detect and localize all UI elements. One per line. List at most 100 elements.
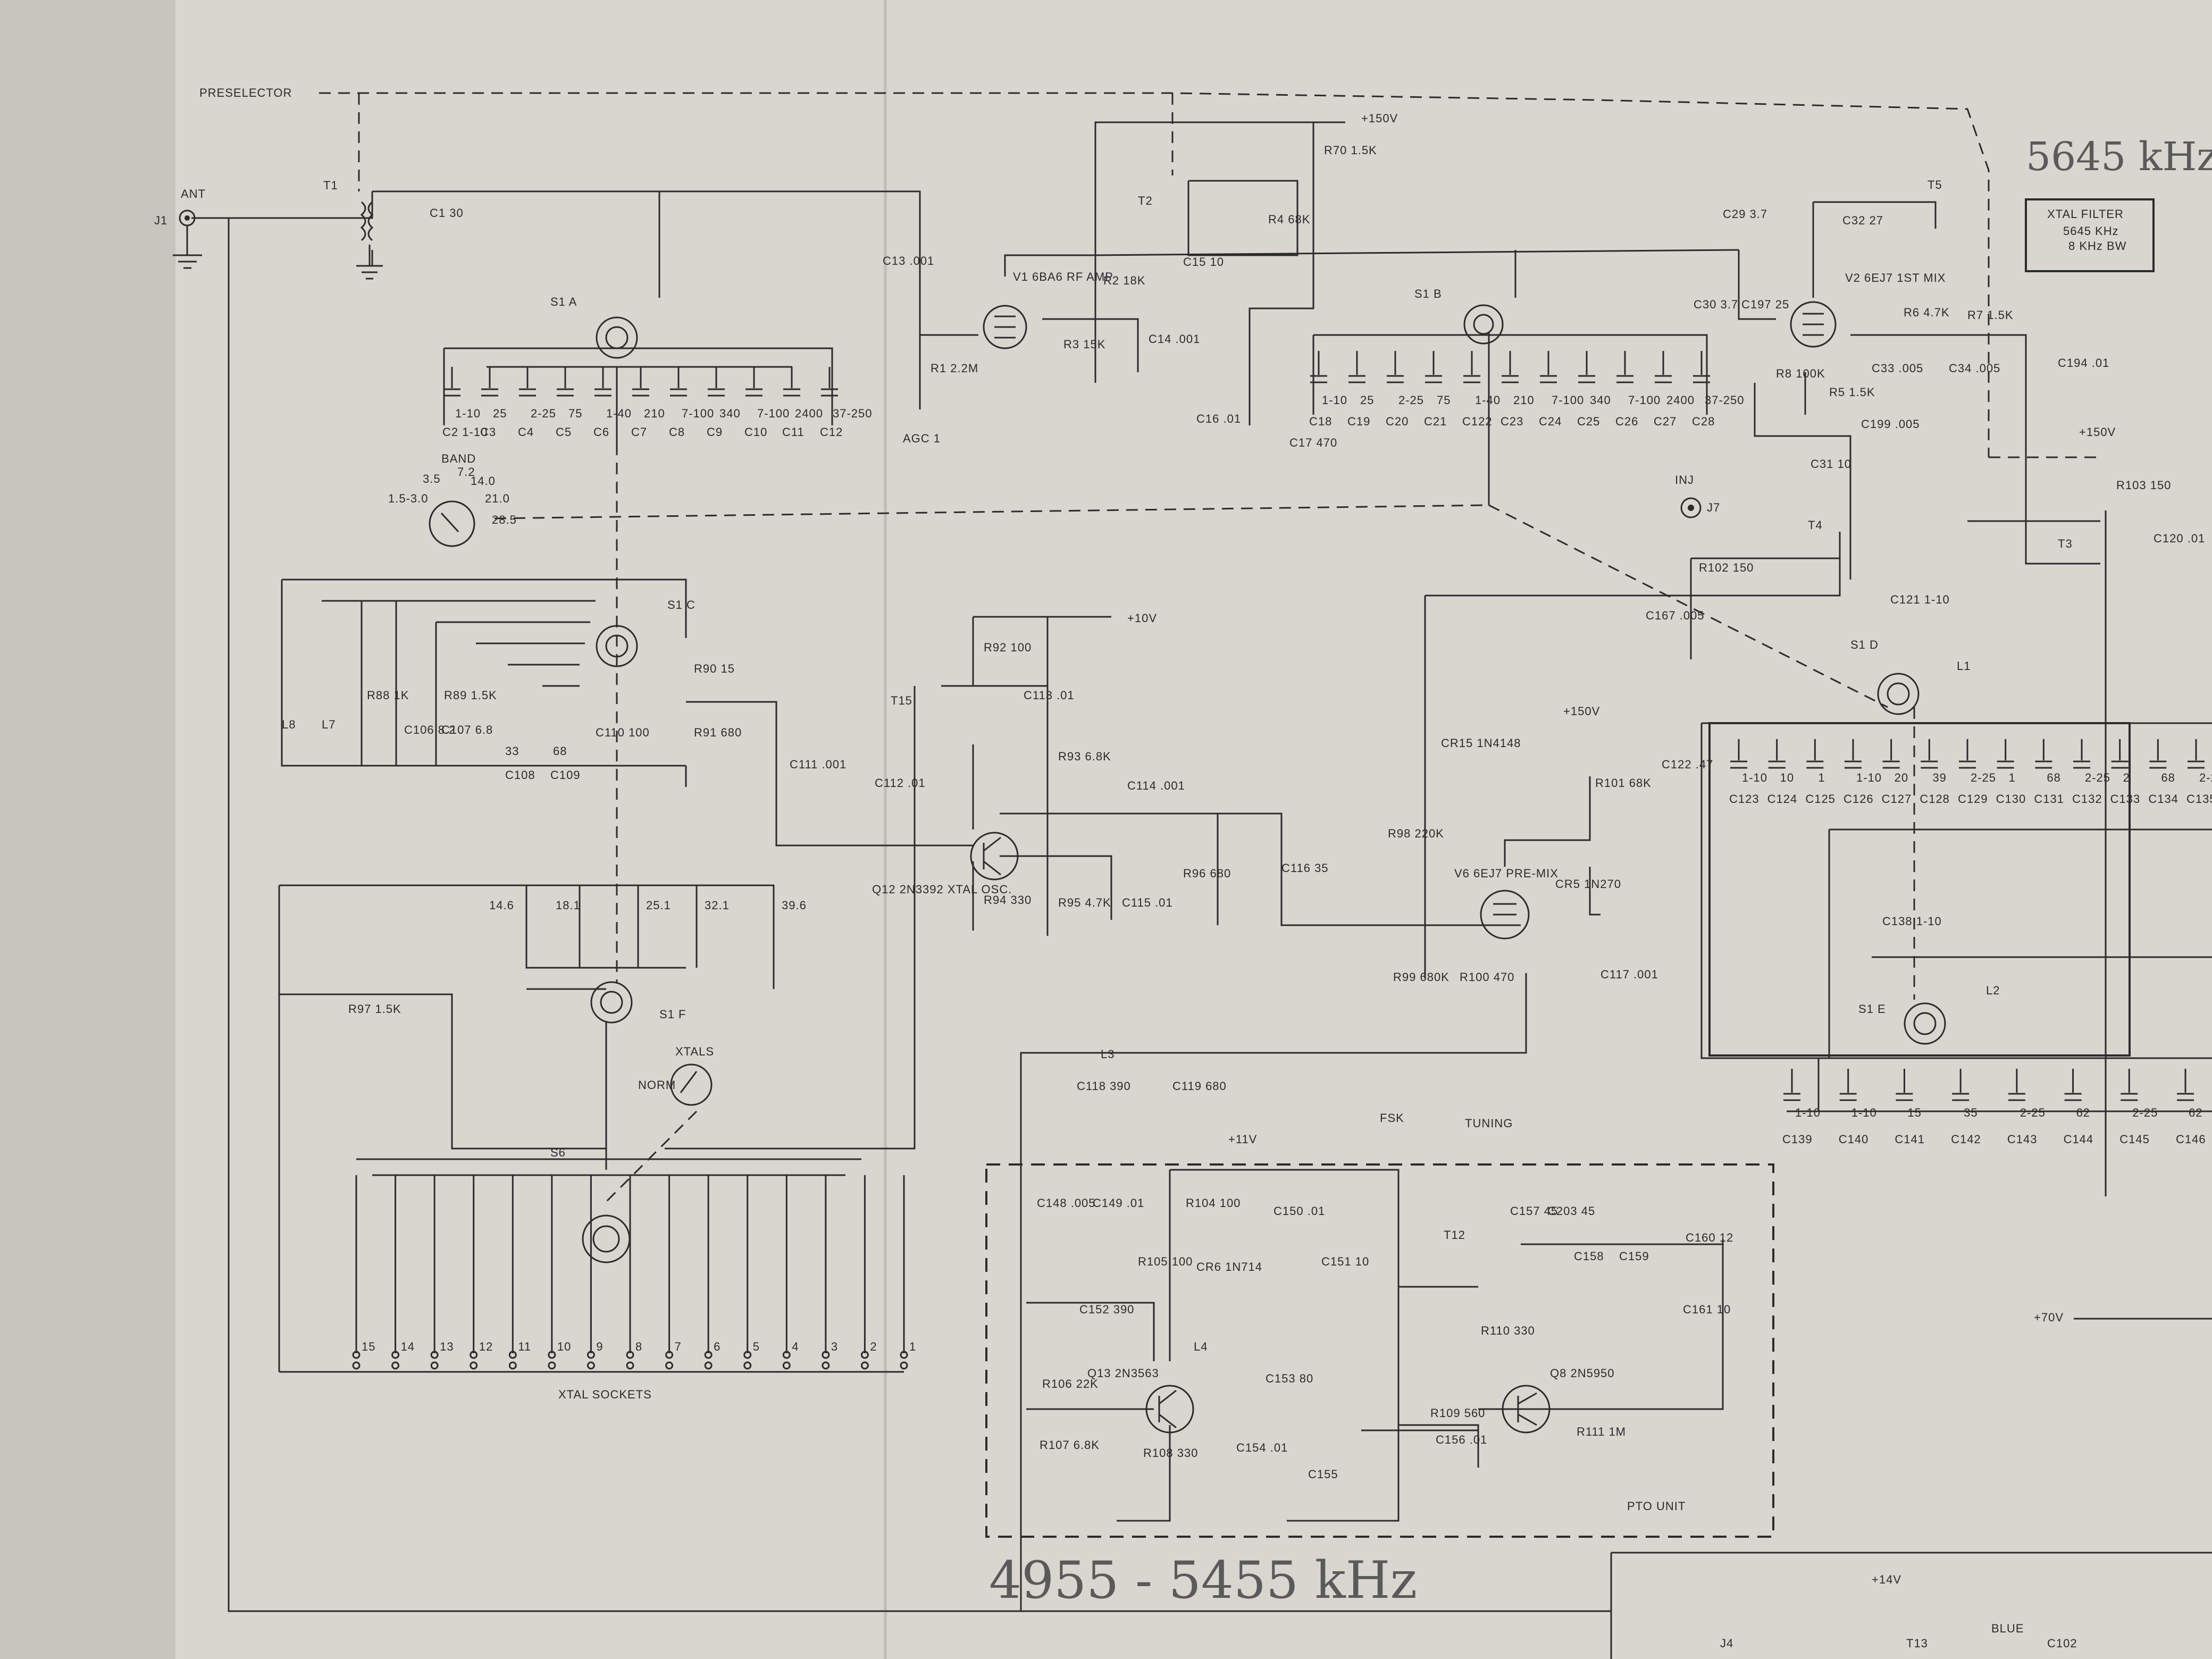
label-c159: C159 xyxy=(1619,1250,1649,1263)
s1a-cap-name: C8 xyxy=(669,425,685,439)
label-q8: Q8 2N5950 xyxy=(1550,1367,1615,1380)
s1a-cap-value: 2400 xyxy=(795,407,823,420)
label-c17: C17 470 xyxy=(1289,436,1337,449)
s1d-cap-value: 1-10 xyxy=(1856,771,1882,784)
label-r93: R93 6.8K xyxy=(1058,750,1111,763)
label-j1: J1 xyxy=(154,214,167,227)
s1e-capacitor-bank: 1-10C1391-10C14015C14135C1422-25C14362C1… xyxy=(1782,1069,2206,1146)
socket-pin xyxy=(822,1361,830,1370)
s1e-cap-value: 35 xyxy=(1964,1106,1978,1119)
label-r105: R105 100 xyxy=(1138,1255,1193,1268)
label-s1c: S1 C xyxy=(667,598,696,611)
s1b-cap-name: C26 xyxy=(1615,415,1638,428)
label-s1b: S1 B xyxy=(1414,287,1442,300)
s1b-cap-name: C24 xyxy=(1539,415,1562,428)
s1d-cap-value: 68 xyxy=(2047,771,2060,784)
socket-pin xyxy=(900,1351,908,1359)
s1a-cap-name: C9 xyxy=(707,425,723,439)
label-r3: R3 15K xyxy=(1063,338,1105,351)
label-c121: C121 1-10 xyxy=(1890,593,1950,606)
s1b-capacitor-bank: 1-10C1825C192-25C2075C211-40C122210C237-… xyxy=(1309,351,1745,428)
s1b-cap-value: 37-250 xyxy=(1705,393,1745,407)
socket-pin xyxy=(860,1351,869,1359)
socket-pin xyxy=(782,1351,791,1359)
socket-number: 2 xyxy=(870,1340,877,1353)
s1b-cap-name: C28 xyxy=(1692,415,1715,428)
label-s1e: S1 E xyxy=(1858,1002,1886,1016)
s1a-cap-value: 2-25 xyxy=(531,407,556,420)
s1a-cap-name: C11 xyxy=(782,425,805,439)
label-r90: R90 15 xyxy=(694,662,735,675)
label-r94: R94 330 xyxy=(984,893,1032,907)
s1e-cap-value: 1-10 xyxy=(1851,1106,1877,1119)
label-r109: R109 560 xyxy=(1430,1406,1485,1420)
label-tuning: TUNING xyxy=(1465,1117,1513,1130)
label-r95: R95 4.7K xyxy=(1058,896,1111,909)
socket-number: 5 xyxy=(753,1340,760,1353)
label-v2: V2 6EJ7 1ST MIX xyxy=(1845,271,1946,284)
label-s1f: S1 F xyxy=(659,1008,686,1021)
s1a-cap-value: 1-10 xyxy=(455,407,481,420)
label-cr5: CR5 1N270 xyxy=(1555,877,1621,891)
s1e-cap-name: C144 xyxy=(2064,1133,2094,1146)
s1d-cap-name: C125 xyxy=(1805,792,1836,806)
s1d-cap-name: C130 xyxy=(1996,792,2026,806)
socket-pin xyxy=(665,1351,674,1359)
label-c194: C194 .01 xyxy=(2058,356,2109,370)
label-r91: R91 680 xyxy=(694,726,742,739)
socket-number: 8 xyxy=(635,1340,642,1353)
band-pos-5: 21.0 xyxy=(485,492,510,505)
label-cr15: CR15 1N4148 xyxy=(1441,736,1521,750)
label-ant: ANT xyxy=(181,187,206,200)
label-r4: R4 68K xyxy=(1268,213,1310,226)
s1d-cap-value: 20 xyxy=(1895,771,1908,784)
s1a-cap-value: 7-100 xyxy=(757,407,790,420)
socket-pin xyxy=(626,1361,634,1370)
label-c199: C199 .005 xyxy=(1861,417,1920,431)
s1b-cap-value: 25 xyxy=(1360,393,1374,407)
switch-s1a xyxy=(596,316,638,359)
switch-s1d xyxy=(1877,673,1920,715)
label-c150: C150 .01 xyxy=(1273,1204,1325,1218)
s1b-cap-name: C19 xyxy=(1347,415,1370,428)
transformer-t1 xyxy=(356,201,383,280)
socket-pin xyxy=(548,1351,556,1359)
socket-number: 13 xyxy=(440,1340,454,1353)
s1b-cap-value: 75 xyxy=(1437,393,1451,407)
s1a-cap-value: 25 xyxy=(493,407,507,420)
tube-v1 xyxy=(983,305,1027,349)
label-150v-t3: +150V xyxy=(2079,425,2116,439)
socket-number: 10 xyxy=(557,1340,571,1353)
label-t15: T15 xyxy=(891,694,912,707)
handwritten-filter-frequency: 5645 kHz xyxy=(2026,134,2212,180)
label-l2: L2 xyxy=(1986,984,2000,997)
label-r5: R5 1.5K xyxy=(1829,386,1875,399)
label-c151: C151 10 xyxy=(1321,1255,1369,1268)
tube-v2 xyxy=(1790,301,1837,348)
label-t1: T1 xyxy=(323,179,338,192)
band-pos-3: 14.0 xyxy=(471,474,496,488)
socket-pin xyxy=(665,1361,674,1370)
label-xtals: XTALS xyxy=(675,1045,714,1058)
label-c148: C148 .005 xyxy=(1037,1196,1096,1210)
label-c115: C115 .01 xyxy=(1122,896,1173,909)
s1d-cap-value: 2-25 xyxy=(2085,771,2110,784)
components xyxy=(173,198,2155,1538)
label-c112: C112 .01 xyxy=(875,776,926,790)
s1a-cap-name: C12 xyxy=(820,425,843,439)
label-cr6: CR6 1N714 xyxy=(1196,1260,1262,1273)
label-t4: T4 xyxy=(1808,518,1823,532)
s1a-cap-value: 37-250 xyxy=(833,407,873,420)
label-r6: R6 4.7K xyxy=(1904,306,1950,319)
s1d-cap-value: 1 xyxy=(2009,771,2016,784)
s1a-cap-name: C3 xyxy=(480,425,496,439)
wiring xyxy=(191,92,2212,1659)
switch-s1e xyxy=(1904,1002,1946,1045)
label-t5: T5 xyxy=(1928,178,1942,191)
s1d-cap-name: C134 xyxy=(2148,792,2179,806)
label-s6: S6 xyxy=(550,1146,566,1159)
label-preselector: PRESELECTOR xyxy=(199,86,292,99)
label-70v: +70V xyxy=(2034,1311,2064,1324)
s1e-cap-name: C141 xyxy=(1895,1133,1925,1146)
band-knob xyxy=(429,500,475,547)
